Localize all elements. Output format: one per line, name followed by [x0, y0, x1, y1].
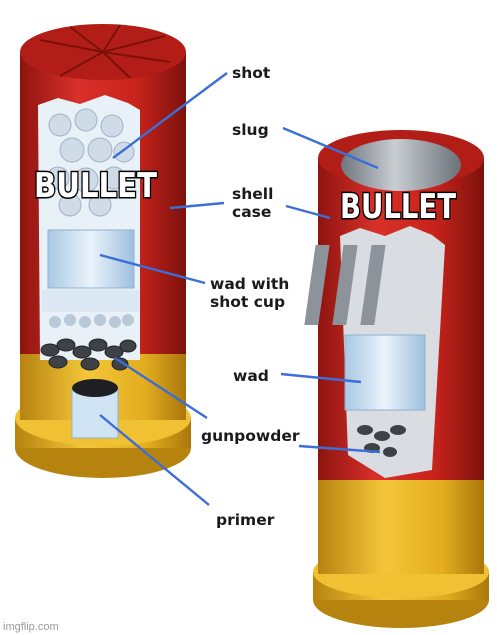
pointer-wad-shot-cup — [99, 253, 206, 285]
left-gunpowder — [40, 338, 137, 371]
meme-caption-right: BULLET — [340, 187, 457, 227]
label-slug: slug — [232, 121, 269, 139]
label-primer: primer — [216, 511, 275, 529]
pointer-shell-case-left — [169, 201, 225, 210]
pointer-shell-case-right — [285, 204, 331, 220]
label-wad: wad — [233, 367, 269, 385]
pointer-primer — [99, 414, 210, 506]
watermark: imgflip.com — [3, 621, 59, 633]
pointer-gunpowder-left — [114, 356, 208, 420]
label-shell-case-line1: shell — [232, 185, 273, 203]
pointer-slug — [282, 126, 379, 170]
pointer-gunpowder-right — [298, 444, 381, 454]
left-primer — [71, 387, 119, 439]
right-shell — [304, 130, 489, 628]
right-slug — [341, 139, 461, 191]
label-wad-shot-cup-line1: wad with — [210, 275, 289, 293]
label-shot: shot — [232, 64, 271, 82]
right-cutaway — [304, 226, 445, 478]
left-wad-beads — [49, 314, 134, 328]
left-cutaway — [38, 95, 140, 439]
label-wad-shot-cup-line2: shot cup — [210, 293, 285, 311]
pointer-shot — [112, 72, 228, 159]
left-shot-pellets — [46, 108, 135, 217]
pointer-lines — [99, 72, 381, 506]
left-shell — [15, 24, 191, 478]
label-gunpowder: gunpowder — [201, 427, 300, 445]
left-crimp-folds — [39, 24, 171, 79]
right-slug-ribs — [304, 245, 386, 325]
right-brass-head — [313, 478, 489, 628]
pointer-wad — [280, 372, 362, 384]
right-wad — [344, 334, 426, 411]
diagram-labels: shot slug shell case wad with shot cup w… — [201, 64, 300, 529]
right-gunpowder — [357, 425, 406, 457]
left-wad-shot-cup — [47, 229, 135, 289]
label-shell-case-line2: case — [232, 203, 271, 221]
meme-caption-left: BULLET — [34, 166, 158, 206]
